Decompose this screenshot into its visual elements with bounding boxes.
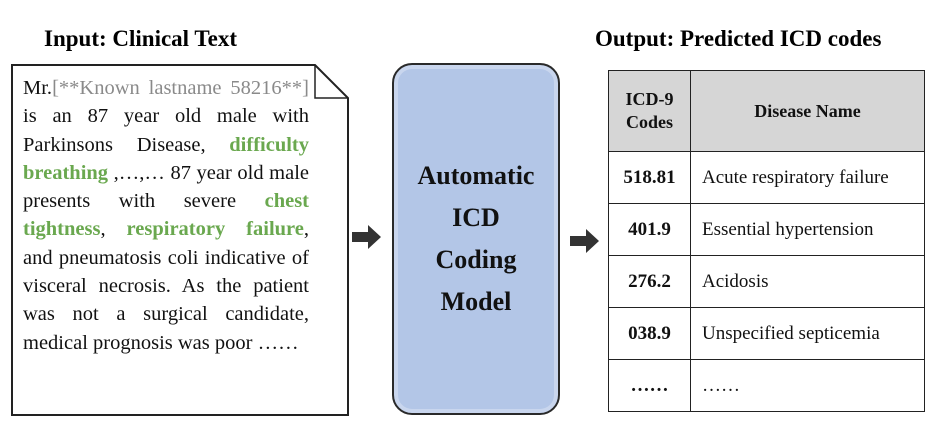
model-label-line: Model xyxy=(440,287,512,316)
icd-code-cell: …… xyxy=(608,359,691,412)
icd-code-cell: 038.9 xyxy=(608,307,691,360)
table-header-row: ICD-9 Codes Disease Name xyxy=(608,70,925,152)
disease-name-cell: Essential hypertension xyxy=(690,203,925,256)
disease-name-cell: Acidosis xyxy=(690,255,925,308)
header-icd-codes: ICD-9 Codes xyxy=(608,70,691,152)
table-row: ………… xyxy=(608,359,925,412)
masked-name: [**Known lastname 58216**] xyxy=(52,77,309,99)
symptom-highlight: chest tightness xyxy=(23,190,309,241)
disease-name-cell: …… xyxy=(690,359,925,412)
disease-name-cell: Unspecified septicemia xyxy=(690,307,925,360)
note-segment: ,…,… 87 year old male presents with seve… xyxy=(23,161,309,213)
icd-code-cell: 518.81 xyxy=(608,151,691,204)
model-label-line: ICD xyxy=(452,203,500,232)
output-heading: Output: Predicted ICD codes xyxy=(595,26,882,51)
model-label-line: Coding xyxy=(435,245,517,274)
model-label-line: Automatic xyxy=(417,161,535,190)
note-segment: is an 87 year old male with Parkinsons D… xyxy=(23,105,309,156)
icd-code-cell: 276.2 xyxy=(608,255,691,308)
input-heading: Input: Clinical Text xyxy=(44,26,237,51)
header-disease-name: Disease Name xyxy=(690,70,925,152)
note-segment: Mr. xyxy=(23,77,53,99)
clinical-note-box: Mr.[**Known lastname 58216**] is an 87 y… xyxy=(11,64,349,416)
note-segment: , xyxy=(100,218,127,241)
note-segment: , and pneumatosis coli indicative of vis… xyxy=(23,218,309,354)
note-outline xyxy=(11,64,349,416)
clinical-note-text: Mr.[**Known lastname 58216**] is an 87 y… xyxy=(23,74,309,357)
symptom-highlight: respiratory failure xyxy=(126,218,304,241)
arrow-right-icon xyxy=(352,225,381,249)
disease-name-cell: Acute respiratory failure xyxy=(690,151,925,204)
symptom-highlight: difficulty breathing xyxy=(23,133,309,184)
arrow-right-icon xyxy=(570,229,599,253)
icd-code-cell: 401.9 xyxy=(608,203,691,256)
